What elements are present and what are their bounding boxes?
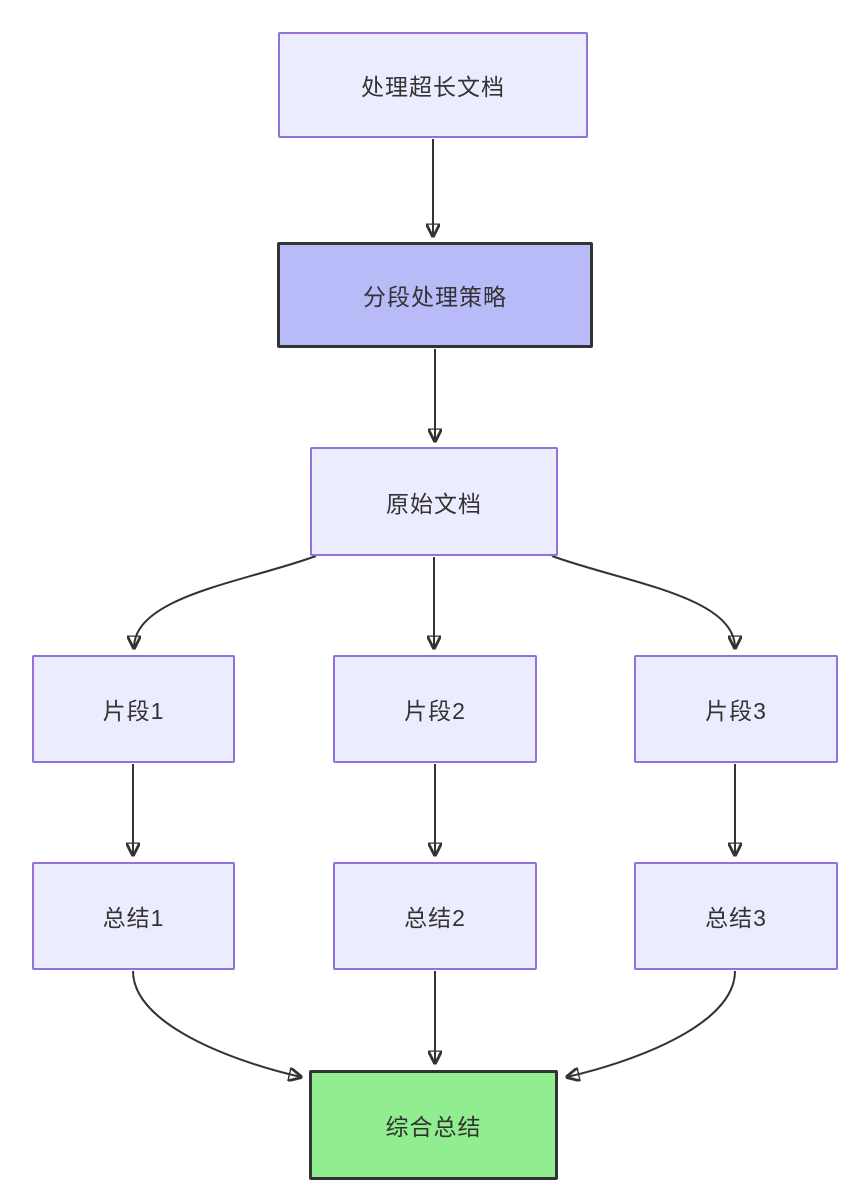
node-process-long-document: 处理超长文档 xyxy=(278,32,588,138)
node-summary-2: 总结2 xyxy=(333,862,537,970)
node-combined-summary: 综合总结 xyxy=(309,1070,558,1180)
node-summary-1: 总结1 xyxy=(32,862,235,970)
node-segment-3: 片段3 xyxy=(634,655,838,763)
node-summary-3: 总结3 xyxy=(634,862,838,970)
node-segmentation-strategy: 分段处理策略 xyxy=(277,242,593,348)
edge-c-d3 xyxy=(551,555,735,648)
edge-e1-f xyxy=(132,970,301,1077)
edge-c-d1 xyxy=(134,555,317,648)
edge-e3-f xyxy=(567,970,736,1077)
node-segment-2: 片段2 xyxy=(333,655,537,763)
node-original-document: 原始文档 xyxy=(310,447,558,556)
node-segment-1: 片段1 xyxy=(32,655,235,763)
